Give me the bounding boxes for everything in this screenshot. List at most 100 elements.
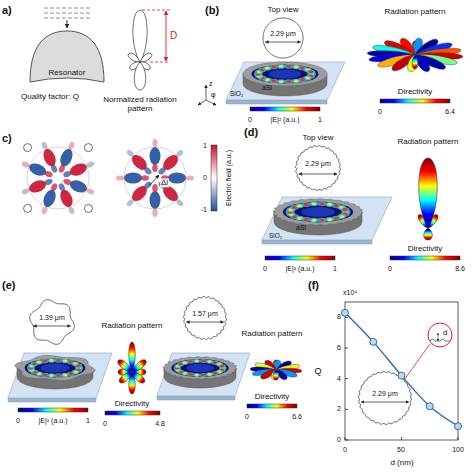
figure-text: Radiation pattern xyxy=(385,7,446,16)
zoom-leader xyxy=(404,344,430,380)
figure-text: SiO₂ xyxy=(269,232,282,239)
field-halo xyxy=(193,359,200,363)
field-halo xyxy=(219,364,226,368)
field-lobe xyxy=(62,178,72,186)
figure-text: 1 xyxy=(86,417,90,424)
field-map xyxy=(171,359,229,377)
field-spot xyxy=(271,66,276,69)
figure-text: 100 xyxy=(452,446,464,453)
label-anchor: 6.6 xyxy=(292,413,302,421)
resonator-shape: Resonator xyxy=(29,30,105,84)
field-spot xyxy=(183,361,187,364)
panel-letter: c) xyxy=(2,132,12,144)
tick xyxy=(458,437,459,440)
label-anchor: aSi xyxy=(262,84,272,92)
panel-letter: (b) xyxy=(205,4,219,16)
field-spot xyxy=(207,373,211,376)
data-point xyxy=(455,423,462,430)
field-spot xyxy=(213,372,217,375)
field-spot xyxy=(56,359,61,362)
figure-text: Radiation pattern xyxy=(242,329,303,338)
label-anchor: d xyxy=(443,328,447,337)
field-lobe xyxy=(186,175,194,180)
label-anchor: aSi xyxy=(296,224,306,232)
field-spot xyxy=(56,374,61,377)
substrate xyxy=(8,353,112,398)
label-anchor: |E|² (a.u.) xyxy=(39,417,68,425)
label-anchor: 6.4 xyxy=(445,108,455,116)
field-spot xyxy=(279,65,284,68)
field-spot xyxy=(201,374,205,377)
guide-line xyxy=(150,62,170,63)
label-anchor: |E|² (a.u.) xyxy=(286,265,315,273)
figure-text: aSi xyxy=(262,84,272,91)
figure-text: Directivity xyxy=(408,244,443,253)
color-bar xyxy=(390,256,460,260)
label-anchor: 0 xyxy=(248,116,252,124)
field-halo xyxy=(48,358,56,363)
field-lobe xyxy=(21,161,30,169)
resonator-outline xyxy=(124,147,186,209)
axis-arrow xyxy=(206,85,207,100)
pillar xyxy=(24,144,32,152)
dimension-arrow xyxy=(186,322,223,323)
field-halo xyxy=(310,218,319,223)
figure-text: 0 xyxy=(203,174,207,181)
tick xyxy=(345,409,348,410)
label-anchor: φ xyxy=(211,91,216,99)
field-lobe xyxy=(86,187,95,195)
label-anchor: -1 xyxy=(201,206,207,214)
radiation-lobe xyxy=(412,55,418,69)
field-halo xyxy=(200,373,207,377)
field-lobe xyxy=(41,206,49,215)
field-lobe xyxy=(150,191,161,209)
field-halo xyxy=(55,358,63,363)
radiation-lobe xyxy=(129,342,135,372)
label-anchor: 100 xyxy=(452,446,464,454)
axis-arrow xyxy=(206,100,216,105)
label-anchor: 0 xyxy=(16,417,20,425)
displacement-arrow xyxy=(149,175,159,186)
dimension-arrow xyxy=(438,333,439,341)
field-lobe xyxy=(58,164,66,174)
radiation-lobe xyxy=(129,372,135,394)
field-halo xyxy=(285,79,293,84)
field-halo xyxy=(325,217,334,222)
field-spot xyxy=(195,360,199,363)
field-spot xyxy=(327,218,332,221)
pillar xyxy=(84,144,92,152)
substrate xyxy=(226,62,345,100)
field-lobe xyxy=(44,178,54,186)
data-curve xyxy=(345,313,458,426)
label-anchor: 8.6 xyxy=(455,265,465,273)
figure-text: 4.8 xyxy=(155,420,165,427)
field-map xyxy=(25,358,86,377)
field-halo xyxy=(270,65,278,70)
label-anchor: 0 xyxy=(343,446,347,454)
label-anchor: Radiation pattern xyxy=(102,321,163,330)
label-anchor: D xyxy=(170,30,177,42)
radiation-lobe xyxy=(419,158,438,228)
figure-text: 1 xyxy=(203,142,207,149)
label-anchor: 0 xyxy=(378,108,382,116)
pillar xyxy=(24,204,32,212)
figure-text: Top view xyxy=(302,133,333,142)
top-view-outline xyxy=(295,145,340,190)
figure-text: Directivity xyxy=(255,392,290,401)
dimension-arrow xyxy=(33,326,70,327)
guide-line xyxy=(142,10,170,11)
panel-letter: (f) xyxy=(308,279,319,291)
figure-text: 6 xyxy=(337,344,341,351)
color-bar xyxy=(211,145,217,211)
field-spot xyxy=(63,374,68,377)
figure-text: 0 xyxy=(248,116,252,123)
label-anchor: z xyxy=(209,80,213,88)
label-anchor: Radiation pattern xyxy=(242,329,303,338)
figure-text: 0 xyxy=(263,265,267,272)
tick xyxy=(345,348,348,349)
figure-text: 0 xyxy=(337,436,341,443)
label-anchor: 2.29 μm xyxy=(372,390,397,398)
field-lobe xyxy=(41,188,58,209)
node-text: Resonator xyxy=(49,68,86,77)
radiation-lobe xyxy=(274,368,289,382)
